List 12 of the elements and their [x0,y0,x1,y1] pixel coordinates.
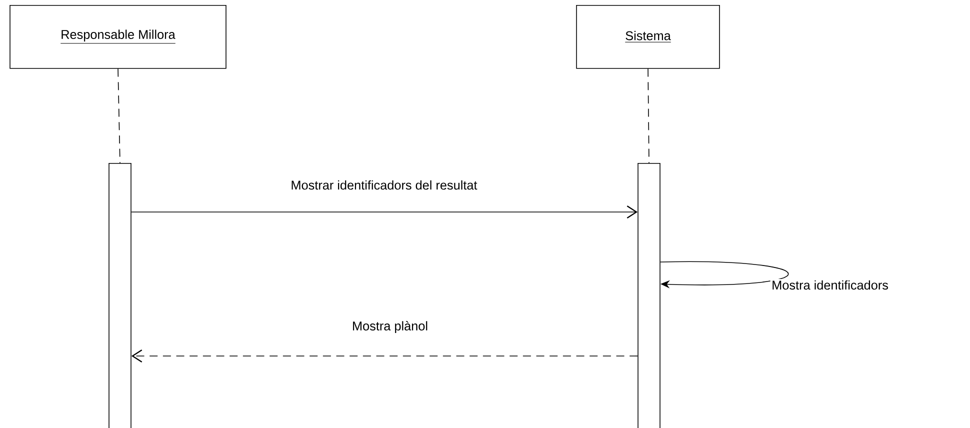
lifeline [648,68,650,164]
message-label: Mostra identificadors [770,279,890,291]
message-arrow [131,206,638,218]
lifeline-box: Sistema [576,5,720,69]
message-label: Mostrar identificadors del resultat [289,179,479,191]
activation-bar [108,163,132,428]
message-label: Mostra plànol [350,320,430,334]
lifeline [118,68,120,164]
self-message-arrow [660,261,789,288]
message-arrow [131,350,638,362]
lifeline-box: Responsable Millora [10,5,226,69]
activation-bar [638,163,660,428]
